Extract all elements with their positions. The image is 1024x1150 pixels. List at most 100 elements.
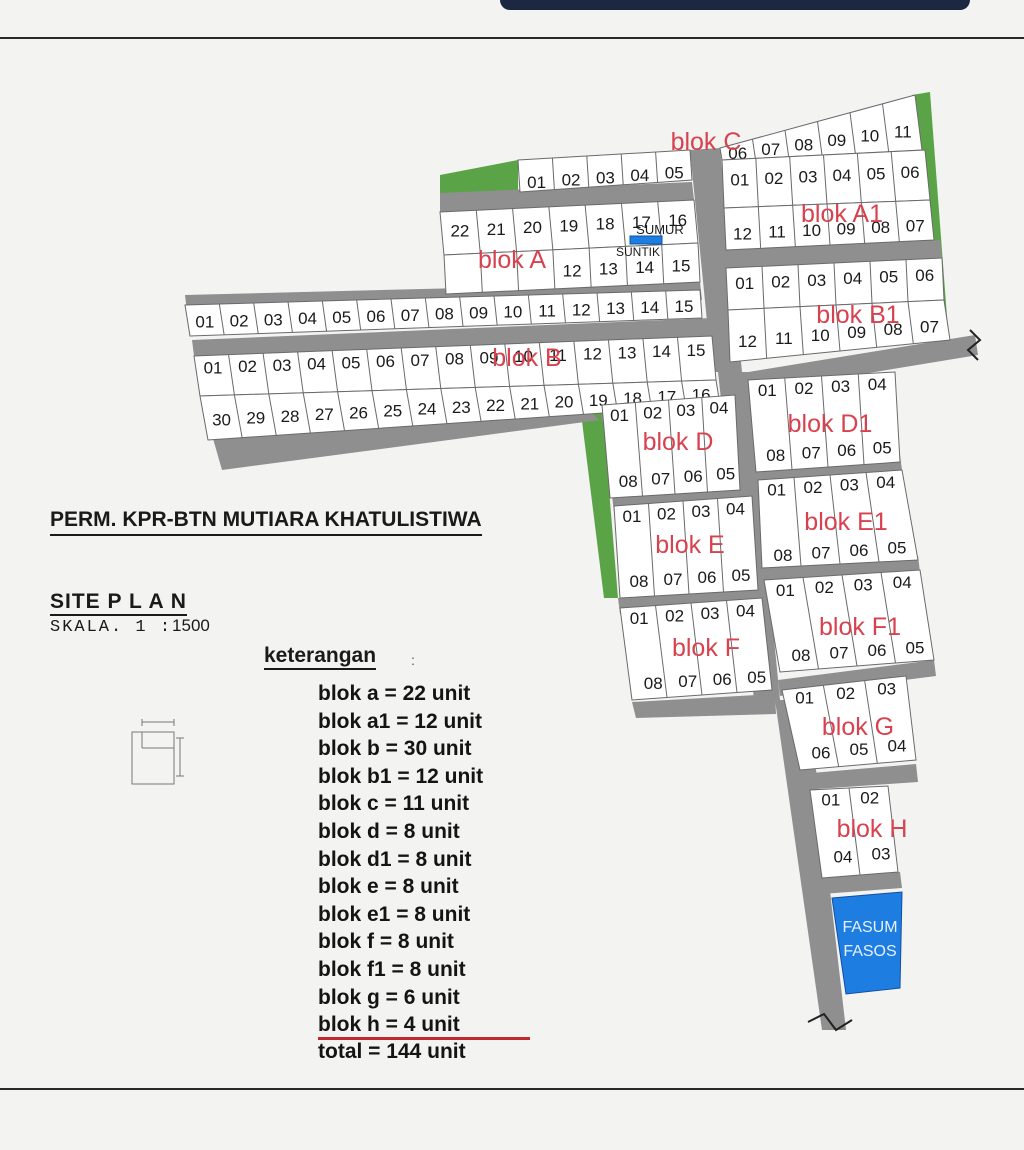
blok-e1-north-lot-divider (793, 477, 802, 567)
blok-b-row3-lot-number: 23 (452, 398, 471, 417)
blok-a1-north-lot-divider (755, 158, 759, 207)
blok-f-north-lot-number: 04 (736, 601, 755, 620)
legend-item-b1: blok b1 = 12 unit (318, 764, 484, 788)
legend-item-e: blok e = 8 unit (318, 875, 459, 899)
blok-f-lot-number: 05 (747, 668, 766, 687)
blok-e1-label: blok E1 (804, 508, 887, 536)
blok-e-lot-number: 07 (664, 570, 683, 589)
blok-b-row1-lot-divider (390, 298, 396, 329)
blok-a1-south-lot-divider (895, 201, 900, 242)
blok-b-row1-lot-divider (527, 294, 532, 325)
legend-item-d1: blok d1 = 8 unit (318, 847, 472, 871)
blok-b-row3-lot-number: 28 (281, 407, 300, 426)
green-area-central (580, 405, 618, 598)
blok-b-row3-lot-divider (233, 394, 243, 438)
blok-b-row2-lot-number: 15 (686, 341, 705, 360)
legend-item-d: blok d = 8 unit (318, 819, 460, 843)
blok-a1-north-lot-number: 03 (798, 167, 817, 186)
blok-e-lot-number: 08 (630, 572, 649, 591)
blok-b-row1-lot-number: 01 (195, 312, 214, 331)
blok-b1-south-lot-number: 08 (884, 320, 903, 339)
legend-item-g: blok g = 6 unit (318, 985, 460, 1009)
blok-a1-south-lot-number: 11 (768, 223, 786, 242)
blok-b-row3-lot-number: 25 (383, 402, 402, 421)
blok-g-north-lot-number: 03 (877, 679, 896, 698)
blok-a1-south-lot-divider (826, 203, 831, 246)
blok-h-north-lot-divider (848, 787, 861, 876)
site-title: PERM. KPR-BTN MUTIARA KHATULISTIWA (50, 508, 482, 536)
blok-a1-south-lot-number: 09 (837, 220, 856, 239)
blok-g-north-lot-divider (822, 685, 840, 767)
blok-b-row1-lot-number: 15 (675, 297, 694, 316)
blok-a-north-lot-divider (512, 208, 518, 252)
blok-b-row2-lot-number: 03 (273, 356, 292, 375)
blok-f1-north-lot-number: 01 (776, 581, 795, 600)
blok-b-row2-lot-divider (642, 338, 648, 383)
blok-a1-north-lot-number: 05 (867, 164, 886, 183)
blok-a-south-lot-divider (552, 249, 556, 289)
blok-e-lot-number: 05 (732, 566, 751, 585)
blok-f-north-lot-number: 01 (630, 609, 649, 628)
blok-d-lot-number: 07 (651, 469, 670, 488)
well-label-sumur: SUMUR (636, 222, 684, 237)
blok-d1-lot-number: 08 (766, 446, 785, 465)
blok-e-north-lot-number: 04 (726, 500, 745, 519)
blok-a-north-lot-number: 19 (559, 216, 578, 235)
blok-e-north-lot-number: 02 (657, 504, 676, 523)
blok-b-row2-lot-divider (297, 351, 304, 393)
blok-b-row3-lot-number: 29 (246, 409, 265, 428)
blok-a-south-lot-number: 13 (599, 260, 618, 279)
blok-a-south-lot-divider (516, 251, 520, 291)
blok-e-label: blok E (655, 531, 724, 559)
blok-c-west-lot-divider (655, 151, 659, 183)
blok-a1-south-lot-divider (792, 205, 796, 247)
blok-e1-north-lot-number: 03 (840, 475, 859, 494)
blok-b1-north-lot-number: 03 (807, 271, 826, 290)
house-unit-sketch-icon (131, 719, 184, 785)
blok-b-row1-lot-divider (562, 293, 566, 323)
blok-b-row2-lot-number: 12 (583, 345, 602, 364)
blok-b1-north-lot-divider (869, 261, 873, 304)
blok-d1-label: blok D1 (788, 410, 873, 438)
scale-value: 1500 (172, 616, 210, 635)
blok-c-east-lot-divider (849, 112, 856, 154)
blok-b-row2-lot-number: 06 (376, 352, 395, 371)
road-f-bottom (632, 694, 776, 718)
blok-b-row2-lot-divider (331, 350, 339, 392)
blok-b1-north-lot-divider (797, 264, 801, 307)
blok-a-north-lot-number: 22 (450, 221, 469, 240)
blok-b-row3-lot-divider (509, 386, 516, 420)
blok-c-east-lot-number: 11 (894, 122, 912, 141)
blok-e-north-lot-number: 03 (692, 502, 711, 521)
blok-b-row1-lot-divider (665, 290, 669, 320)
fasum-fasos-area (831, 891, 903, 995)
legend-total: total = 144 unit (318, 1040, 466, 1063)
blok-a-north-lot-divider (548, 206, 554, 250)
blok-e-north-lot-divider (648, 503, 655, 597)
blok-d-lot-number: 05 (716, 464, 735, 483)
blok-a-label: blok A (478, 246, 546, 274)
blok-a-south-lot-number: 15 (671, 256, 690, 275)
fasum-label: FASUM (842, 919, 897, 936)
blok-d1-north-lot-number: 02 (794, 379, 813, 398)
blok-f-lot-number: 06 (713, 670, 732, 689)
blok-e1-north-strip (757, 469, 919, 569)
blok-a-south-lot-number: 14 (635, 258, 654, 277)
blok-b-row2-lot-number: 07 (411, 351, 430, 370)
blok-b1-north-lot-divider (833, 262, 837, 306)
well-icon (629, 235, 663, 245)
blok-g-north-lot-divider (864, 680, 878, 764)
blok-b-row2-lot-divider (400, 347, 407, 390)
blok-b1-south-lot-divider (763, 308, 768, 359)
blok-d1-lot-number: 06 (837, 441, 856, 460)
blok-d-north-lot-number: 01 (610, 406, 629, 425)
blok-b-row2-lot-number: 05 (342, 353, 361, 372)
blok-b-row1-lot-divider (424, 297, 430, 328)
blok-b-row2-lot-number: 08 (445, 350, 464, 369)
blok-b1-south-lot-number: 10 (811, 326, 830, 345)
blok-b-row3-lot-divider (543, 385, 550, 417)
blok-b-row1-lot-number: 13 (606, 299, 625, 318)
blok-a1-north-lot-divider (823, 154, 828, 205)
blok-e1-lot-number: 08 (774, 546, 793, 565)
blok-b-row3-lot-number: 26 (349, 403, 368, 422)
